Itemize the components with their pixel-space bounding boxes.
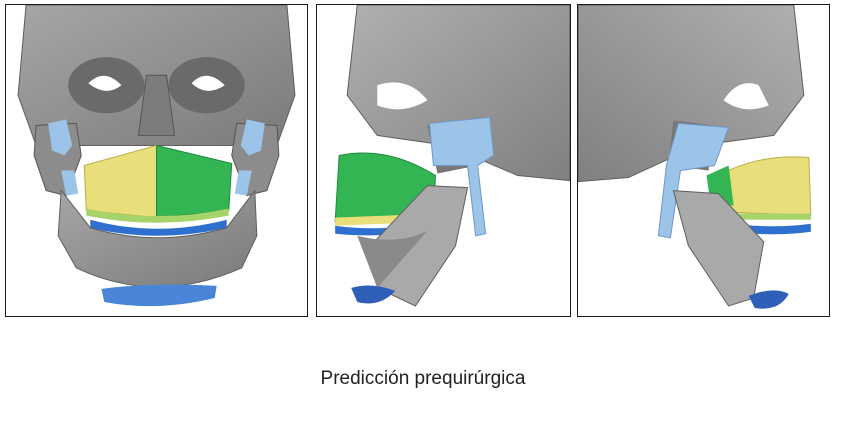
frontal-view-panel bbox=[5, 4, 308, 317]
lateral-left-view-panel bbox=[316, 4, 571, 317]
skull-frontal-3d-model bbox=[17, 5, 296, 307]
skull-lateral-right-3d-model bbox=[578, 5, 812, 309]
skull-lateral-left-3d-model bbox=[334, 5, 570, 307]
figure-caption: Predicción prequirúrgica bbox=[320, 368, 526, 389]
lateral-right-view-panel bbox=[577, 4, 830, 317]
